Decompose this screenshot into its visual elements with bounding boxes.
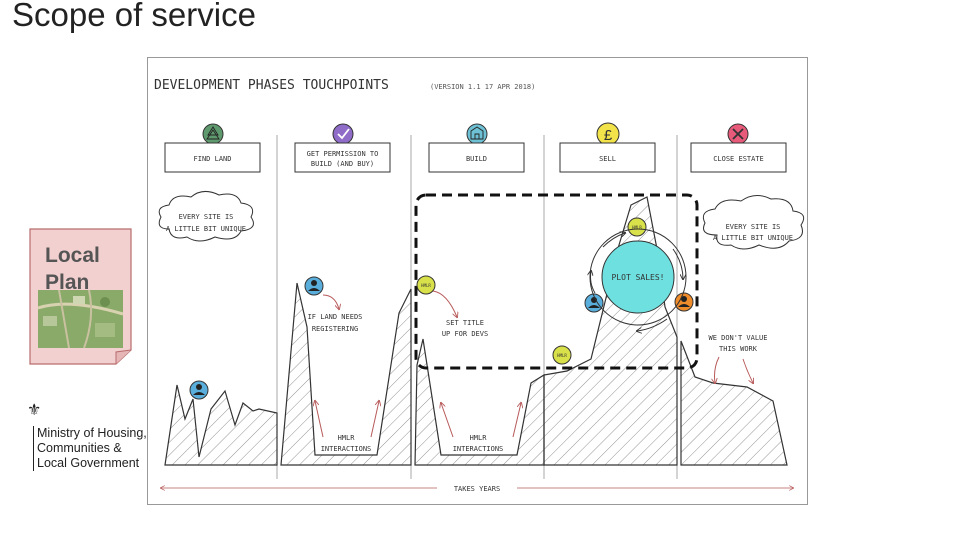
phase-sell: £ SELL [559, 122, 656, 173]
slide-title: Scope of service [12, 0, 256, 33]
plot-sales-circle [601, 240, 675, 314]
hmlr-badge: HMLR [552, 345, 572, 365]
hmlr-badge: HMLR [627, 217, 647, 237]
local-plan-line2: Plan [45, 271, 90, 294]
hmlr-interactions-2-line1: HMLR [470, 434, 488, 442]
land-needs-line1: IF LAND NEEDS [308, 313, 363, 321]
land-needs-line2: REGISTERING [312, 325, 358, 333]
takes-years-label: TAKES YEARS [454, 485, 500, 493]
person-icon-orange [674, 292, 694, 312]
takes-years-timeline: TAKES YEARS [161, 485, 793, 493]
phase-get-permission: GET PERMISSION TO BUILD (AND BUY) [294, 123, 391, 173]
cloud-left: EVERY SITE IS A LITTLE BIT UNIQUE [158, 191, 254, 242]
checkmark-icon [332, 123, 354, 145]
phase-label: BUILD [466, 155, 487, 163]
phase-build: BUILD [428, 123, 525, 173]
plot-sales-label: PLOT SALES! [612, 273, 665, 282]
phase-close-estate: CLOSE ESTATE [690, 123, 787, 173]
svg-text:HMLR: HMLR [632, 225, 642, 230]
diagram-title: DEVELOPMENT PHASES TOUCHPOINTS [154, 78, 389, 93]
royal-crest-icon: ⚜ [27, 402, 42, 419]
set-title-line2: UP FOR DEVS [442, 330, 488, 338]
we-dont-line1: WE DON'T VALUE [708, 334, 767, 342]
person-icon [189, 380, 209, 400]
svg-text:HMLR: HMLR [421, 283, 431, 288]
hmlr-badge: HMLR [416, 275, 436, 295]
scope-highlight-box [414, 193, 699, 370]
plot-sales-cycle: PLOT SALES! [590, 228, 687, 331]
phase-label: CLOSE ESTATE [713, 155, 764, 163]
hmlr-interactions-1-line1: HMLR [338, 434, 356, 442]
svg-text:EVERY SITE IS: EVERY SITE IS [726, 223, 781, 231]
phase-label-line2: BUILD (AND BUY) [311, 160, 374, 168]
touchpoints-diagram: DEVELOPMENT PHASES TOUCHPOINTS (VERSION … [147, 57, 808, 505]
phase-label: FIND LAND [194, 155, 232, 163]
document-icon [29, 228, 132, 365]
person-icon [304, 276, 324, 296]
ministry-logo: ⚜ Ministry of Housing, Communities & Loc… [27, 400, 162, 471]
map-thumbnail [37, 289, 124, 349]
svg-text:A LITTLE BIT UNIQUE: A LITTLE BIT UNIQUE [713, 234, 793, 242]
local-plan-label: Local Plan [45, 242, 100, 296]
diagram-canvas: DEVELOPMENT PHASES TOUCHPOINTS (VERSION … [147, 57, 808, 505]
set-title-line1: SET TITLE [446, 319, 484, 327]
phase-find-land: FIND LAND [164, 123, 261, 173]
we-dont-line2: THIS WORK [719, 345, 758, 353]
phase-label: SELL [599, 155, 616, 163]
svg-text:HMLR: HMLR [557, 353, 567, 358]
svg-text:EVERY SITE IS: EVERY SITE IS [179, 213, 234, 221]
svg-text:A LITTLE BIT UNIQUE: A LITTLE BIT UNIQUE [166, 225, 246, 233]
ministry-name: Ministry of Housing, Communities & Local… [33, 426, 147, 471]
hmlr-interactions-2-line2: INTERACTIONS [453, 445, 504, 453]
hmlr-interactions-1-line2: INTERACTIONS [321, 445, 372, 453]
phase-label-line1: GET PERMISSION TO [307, 150, 379, 158]
local-plan-line1: Local [45, 244, 100, 267]
person-icon [584, 293, 604, 313]
local-plan-document: Local Plan [29, 228, 132, 365]
svg-text:£: £ [604, 127, 613, 144]
cloud-right: EVERY SITE IS A LITTLE BIT UNIQUE [702, 195, 805, 250]
diagram-version: (VERSION 1.1 17 APR 2018) [430, 83, 535, 91]
